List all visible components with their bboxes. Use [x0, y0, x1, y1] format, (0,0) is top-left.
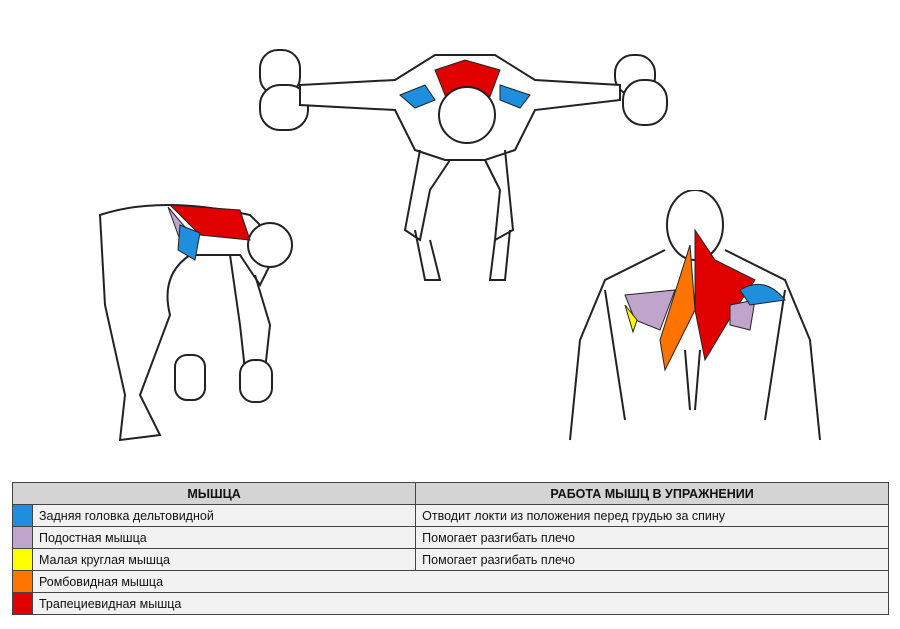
teres-minor-muscle: [624, 304, 638, 334]
color-swatch: [12, 570, 33, 593]
muscle-name: Малая круглая мышца: [31, 548, 417, 571]
header-muscle: МЫШЦА: [11, 482, 417, 505]
table-row: Малая круглая мышца Помогает разгибать п…: [12, 548, 889, 571]
color-swatch: [12, 504, 33, 527]
infraspinatus-muscle-right: [729, 299, 756, 331]
rhomboid-muscle: [659, 244, 696, 372]
figure-side-view: [98, 204, 293, 442]
muscle-name: Подостная мышца: [31, 526, 417, 549]
table-header: МЫШЦА РАБОТА МЫШЦ В УПРАЖНЕНИИ: [11, 482, 889, 505]
color-swatch: [12, 592, 33, 615]
table-row: Трапециевидная мышца: [12, 592, 889, 615]
trapezius-muscle: [168, 204, 251, 241]
header-function: РАБОТА МЫШЦ В УПРАЖНЕНИИ: [415, 482, 889, 505]
rear-deltoid: [177, 224, 201, 261]
figure-back-view: [569, 190, 821, 441]
muscle-name: Ромбовидная мышца: [32, 570, 889, 593]
muscle-function: Помогает разгибать плечо: [415, 526, 889, 549]
rear-deltoid-left: [399, 84, 436, 109]
table-row: Ромбовидная мышца: [12, 570, 889, 593]
color-swatch: [12, 526, 33, 549]
color-swatch: [12, 548, 33, 571]
table-row: Подостная мышца Помогает разгибать плечо: [12, 526, 889, 549]
rear-deltoid-right: [499, 84, 531, 109]
table-row: Задняя головка дельтовидной Отводит локт…: [12, 504, 889, 527]
muscle-function: Отводит локти из положения перед грудью …: [415, 504, 889, 527]
rear-deltoid: [739, 283, 786, 306]
figure-front-view: [259, 49, 668, 281]
muscle-function: Помогает разгибать плечо: [415, 548, 889, 571]
muscle-table: МЫШЦА РАБОТА МЫШЦ В УПРАЖНЕНИИ Задняя го…: [11, 482, 889, 615]
muscle-name: Задняя головка дельтовидной: [31, 504, 417, 527]
muscle-name: Трапециевидная мышца: [32, 592, 889, 615]
head: [438, 86, 496, 144]
